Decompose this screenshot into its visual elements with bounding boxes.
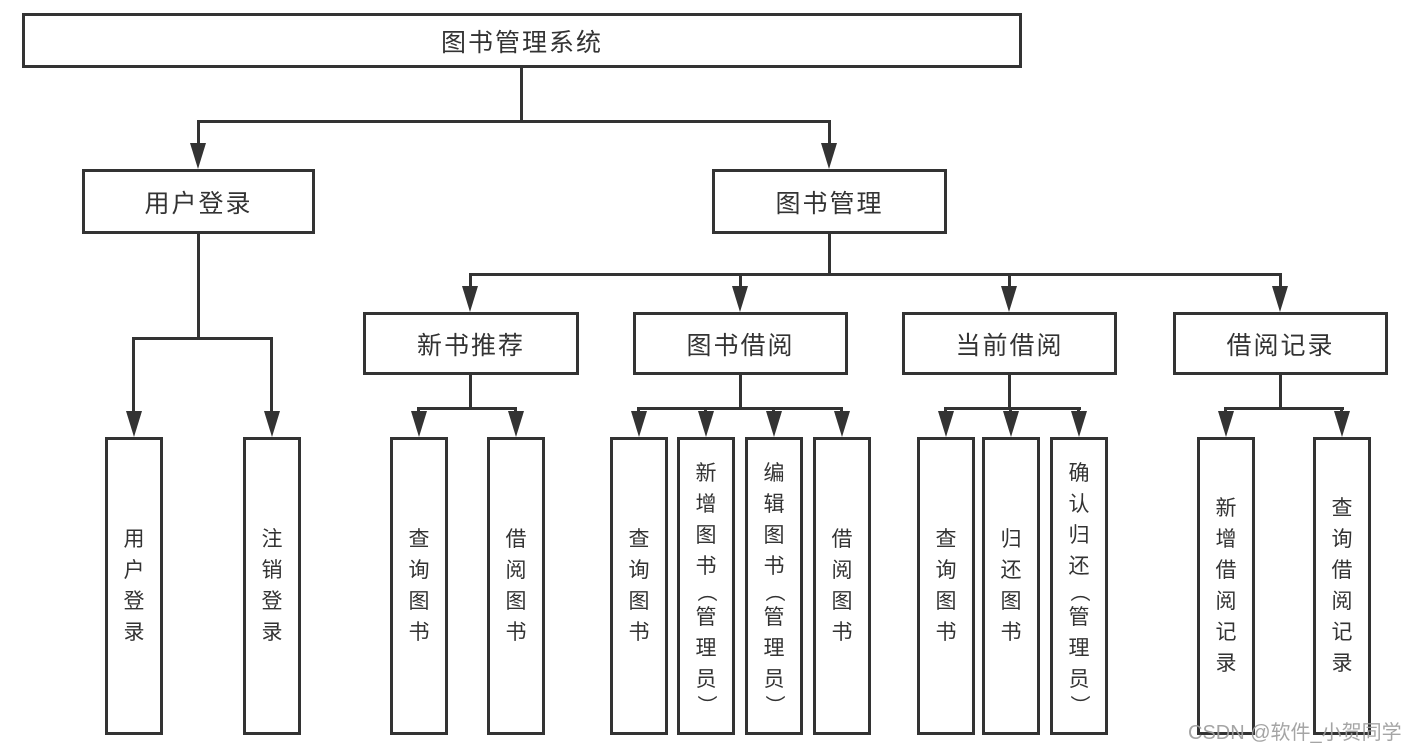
leaf-edit-book-admin: 编辑图书（管理员） <box>745 437 803 735</box>
arrowhead-down-icon <box>264 411 280 437</box>
arrowhead-down-icon <box>834 411 850 437</box>
connector-book-mgmt-stem <box>828 234 831 273</box>
node-book-management: 图书管理 <box>712 169 947 234</box>
connector-leaf-rail <box>1224 407 1344 410</box>
node-label: 新书推荐 <box>416 331 525 360</box>
leaf-logout: 注销登录 <box>243 437 301 735</box>
arrowhead-down-icon <box>126 411 142 437</box>
node-user-login: 用户登录 <box>82 169 315 234</box>
arrowhead-down-icon <box>821 143 837 169</box>
connector-user-login-rail <box>132 337 273 340</box>
connector-level2-rail <box>197 120 831 123</box>
leaf-borrow-books-borrowing: 借阅图书 <box>813 437 871 735</box>
connector-drop-line <box>197 120 200 145</box>
arrowhead-down-icon <box>462 286 478 312</box>
connector-drop-line <box>270 337 273 413</box>
arrowhead-down-icon <box>411 411 427 437</box>
connector-module-stem <box>739 375 742 407</box>
leaf-query-borrow-record: 查询借阅记录 <box>1313 437 1371 735</box>
arrowhead-down-icon <box>732 286 748 312</box>
arrowhead-down-icon <box>190 143 206 169</box>
node-current-borrowing: 当前借阅 <box>902 312 1117 375</box>
connector-leaf-rail <box>637 407 843 410</box>
leaf-query-books-recommend: 查询图书 <box>390 437 448 735</box>
connector-drop-line <box>739 273 742 288</box>
arrowhead-down-icon <box>766 411 782 437</box>
leaf-confirm-return-admin: 确认归还（管理员） <box>1050 437 1108 735</box>
connector-user-login-stem <box>197 234 200 340</box>
connector-leaf-rail <box>417 407 517 410</box>
node-label: 图书借阅 <box>686 331 795 360</box>
leaf-query-books-current: 查询图书 <box>917 437 975 735</box>
arrowhead-down-icon <box>1001 286 1017 312</box>
leaf-add-borrow-record: 新增借阅记录 <box>1197 437 1255 735</box>
node-label: 当前借阅 <box>955 331 1064 360</box>
connector-drop-line <box>132 337 135 413</box>
connector-module-stem <box>1279 375 1282 407</box>
arrowhead-down-icon <box>508 411 524 437</box>
node-label: 借阅记录 <box>1226 331 1335 360</box>
arrowhead-down-icon <box>1071 411 1087 437</box>
arrowhead-down-icon <box>1218 411 1234 437</box>
node-book-borrowing: 图书借阅 <box>633 312 848 375</box>
node-label: 用户登录 <box>144 189 253 218</box>
connector-root-stem <box>520 68 523 120</box>
leaf-return-books: 归还图书 <box>982 437 1040 735</box>
arrowhead-down-icon <box>631 411 647 437</box>
arrowhead-down-icon <box>1272 286 1288 312</box>
arrowhead-down-icon <box>1003 411 1019 437</box>
connector-module-stem <box>469 375 472 407</box>
connector-drop-line <box>469 273 472 288</box>
arrowhead-down-icon <box>938 411 954 437</box>
leaf-query-books-borrowing: 查询图书 <box>610 437 668 735</box>
node-borrowing-records: 借阅记录 <box>1173 312 1388 375</box>
node-library-system: 图书管理系统 <box>22 13 1022 68</box>
connector-drop-line <box>1008 273 1011 288</box>
node-label: 图书管理 <box>775 189 884 218</box>
arrowhead-down-icon <box>1334 411 1350 437</box>
arrowhead-down-icon <box>698 411 714 437</box>
node-new-book-recommendation: 新书推荐 <box>363 312 579 375</box>
connector-level3-rail <box>469 273 1282 276</box>
connector-drop-line <box>828 120 831 145</box>
leaf-add-book-admin: 新增图书（管理员） <box>677 437 735 735</box>
csdn-watermark: CSDN @软件_小贺同学 <box>1188 722 1402 744</box>
connector-leaf-rail <box>944 407 1081 410</box>
leaf-user-login: 用户登录 <box>105 437 163 735</box>
leaf-borrow-books-recommend: 借阅图书 <box>487 437 545 735</box>
connector-module-stem <box>1008 375 1011 407</box>
node-label: 图书管理系统 <box>440 28 603 57</box>
connector-drop-line <box>1279 273 1282 288</box>
